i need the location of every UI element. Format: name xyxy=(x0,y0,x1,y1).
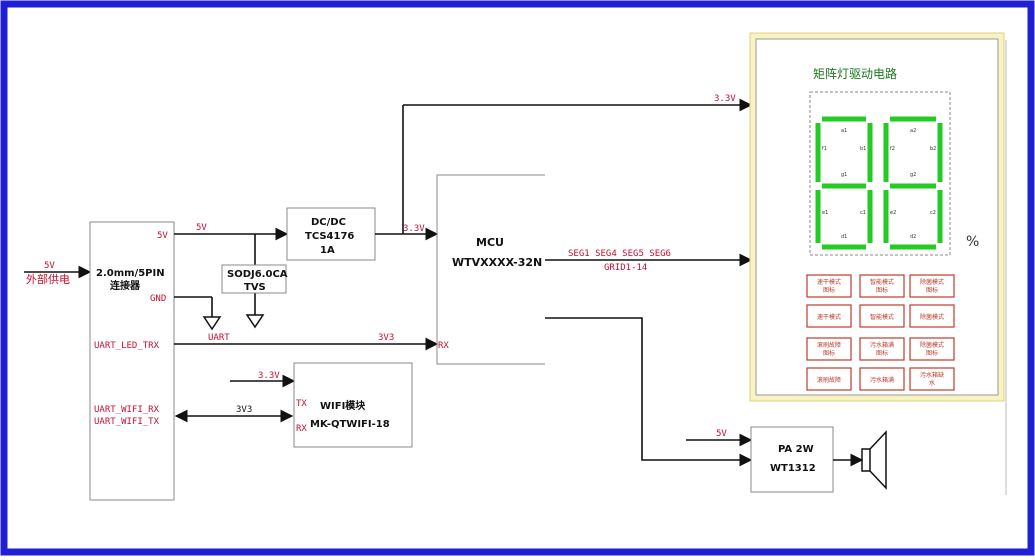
indicator-label: 污水箱满图标 xyxy=(870,341,894,357)
indicator-box xyxy=(806,304,852,328)
pa-box xyxy=(750,426,834,493)
wifi-rx-label: RX xyxy=(296,424,307,434)
indicator-label: 除菌模式图标 xyxy=(920,341,944,357)
svg-text:f2: f2 xyxy=(890,146,895,152)
wifi-in-label: 3.3V xyxy=(258,371,280,381)
indicator-box xyxy=(806,274,852,298)
pa-label-1: PA 2W xyxy=(778,444,814,455)
connector-box xyxy=(89,221,175,501)
pin-uart-wifi-rx-label: UART_WIFI_RX xyxy=(94,405,160,415)
indicator-box xyxy=(859,274,905,298)
net-33v-a-label: 3.3V xyxy=(403,224,425,234)
mcu-box xyxy=(436,174,545,365)
mcu-label-1: MCU xyxy=(476,236,504,249)
svg-text:a1: a1 xyxy=(841,128,847,134)
tvs-label-1: SODJ6.0CA xyxy=(227,269,288,280)
indicator-label: 除菌模式图标 xyxy=(920,278,944,294)
connector-label-2: 连接器 xyxy=(110,279,141,292)
indicator-box xyxy=(909,337,955,361)
net-uart-label: UART xyxy=(208,333,230,343)
indicator-label: 速干模式 xyxy=(817,313,841,321)
indicator-box xyxy=(859,304,905,328)
net-5v-label: 5V xyxy=(196,223,207,233)
wifi-box xyxy=(293,362,413,448)
matrix-panel: 矩阵灯驱动电路 a1 f1 b1 g1 e1 c1 d1 xyxy=(749,32,1005,402)
seven-seg-digit-1: a1 f1 b1 g1 e1 c1 d1 xyxy=(815,116,873,250)
percent-sign: % xyxy=(966,234,979,250)
svg-text:e2: e2 xyxy=(890,210,896,216)
tvs-label-2: TVS xyxy=(244,282,266,293)
wifi-3v3-label: 3V3 xyxy=(236,405,252,415)
svg-text:g1: g1 xyxy=(841,172,847,178)
mcu-pa-line xyxy=(545,317,753,467)
indicator-label: 滚刷故障图标 xyxy=(817,341,841,357)
wifi-label-2: MK-QTWIFI-18 xyxy=(310,419,390,430)
svg-text:d2: d2 xyxy=(910,234,916,240)
tvs-ground-icon xyxy=(245,314,265,329)
indicator-box xyxy=(859,367,905,391)
indicator-label: 污水箱满 xyxy=(870,376,894,384)
svg-text:d1: d1 xyxy=(841,234,847,240)
ext-power-label: 外部供电 xyxy=(26,272,70,286)
indicator-label: 智能模式 xyxy=(870,313,894,321)
speaker-icon xyxy=(861,430,887,490)
pa-label-2: WT1312 xyxy=(770,463,816,474)
indicator-box xyxy=(859,337,905,361)
wifi-tx-label: TX xyxy=(296,399,307,409)
indicator-label: 智能模式图标 xyxy=(870,278,894,294)
mcu-label-2: WTVXXXX-32N xyxy=(452,256,542,269)
indicator-box xyxy=(806,337,852,361)
indicator-icon-grid: 速干模式图标智能模式图标除菌模式图标速干模式智能模式除菌模式滚刷故障图标污水箱满… xyxy=(806,274,955,391)
connector-label-1: 2.0mm/5PIN xyxy=(96,268,165,279)
pin-5v-label: 5V xyxy=(157,231,168,241)
svg-text:g2: g2 xyxy=(910,172,916,178)
net-3v3-a-label: 3V3 xyxy=(378,333,394,343)
svg-text:c1: c1 xyxy=(860,210,866,216)
tvs-box xyxy=(221,264,287,294)
svg-text:f1: f1 xyxy=(822,146,827,152)
dcdc-label-2: TCS4176 xyxy=(305,231,354,242)
dcdc-label-1: DC/DC xyxy=(311,217,346,228)
digit-area xyxy=(809,91,951,256)
indicator-box xyxy=(909,304,955,328)
net-33v-top-label: 3.3V xyxy=(714,94,736,104)
indicator-box xyxy=(806,367,852,391)
seg-label: SEG1 SEG4 SEG5 SEG6 xyxy=(568,249,671,259)
indicator-box xyxy=(909,274,955,298)
indicator-label: 除菌模式 xyxy=(920,313,944,321)
indicator-label: 滚刷故障 xyxy=(817,376,841,384)
wifi-label-1: WIFI模块 xyxy=(320,399,366,412)
seven-seg-digit-2: a2 f2 b2 g2 e2 c2 d2 xyxy=(883,116,943,250)
indicator-label: 污水箱缺水 xyxy=(920,371,944,387)
svg-text:c2: c2 xyxy=(930,210,936,216)
matrix-title: 矩阵灯驱动电路 xyxy=(813,66,897,81)
svg-text:e1: e1 xyxy=(822,210,828,216)
indicator-label: 速干模式图标 xyxy=(817,278,841,294)
svg-text:b1: b1 xyxy=(860,146,866,152)
grid-label: GRID1-14 xyxy=(604,263,647,273)
svg-text:b2: b2 xyxy=(930,146,936,152)
dcdc-box xyxy=(286,207,376,261)
pin-uart-wifi-tx-label: UART_WIFI_TX xyxy=(94,417,160,427)
mcu-rx-label: RX xyxy=(438,341,449,351)
pa-5v-label: 5V xyxy=(716,429,727,439)
gnd-ground-icon xyxy=(202,316,222,331)
svg-text:a2: a2 xyxy=(910,128,916,134)
dcdc-label-3: 1A xyxy=(320,245,335,256)
pin-gnd-label: GND xyxy=(150,294,166,304)
pin-uart-led-label: UART_LED_TRX xyxy=(94,341,160,351)
ext-voltage-label: 5V xyxy=(44,261,55,271)
indicator-box xyxy=(909,367,955,391)
